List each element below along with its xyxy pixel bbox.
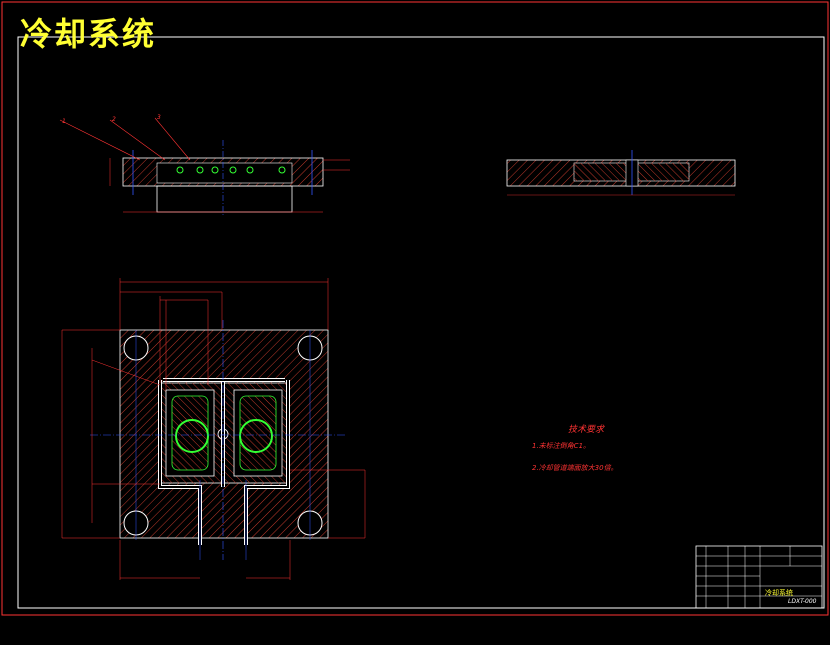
tech-requirements-heading: 技术要求 <box>568 425 605 435</box>
inner-border <box>17 36 825 609</box>
title-block-drawing-name: 冷却系统 <box>765 589 793 597</box>
callout-1: 1 <box>62 118 66 125</box>
drawing-title: 冷却系统 <box>20 15 157 53</box>
outer-border <box>1 1 829 616</box>
tech-requirement-line-2: 2.冷却管道端面放大30倍。 <box>532 464 618 472</box>
section-view-left <box>59 117 350 215</box>
title-block <box>695 545 823 609</box>
plan-view <box>61 278 366 580</box>
callout-2: 2 <box>112 116 116 123</box>
title-block-drawing-code: LDXT-000 <box>788 598 817 605</box>
tech-requirement-line-1: 1.未标注倒角C1。 <box>532 442 591 450</box>
callout-3: 3 <box>157 114 161 121</box>
section-view-right <box>506 150 736 196</box>
